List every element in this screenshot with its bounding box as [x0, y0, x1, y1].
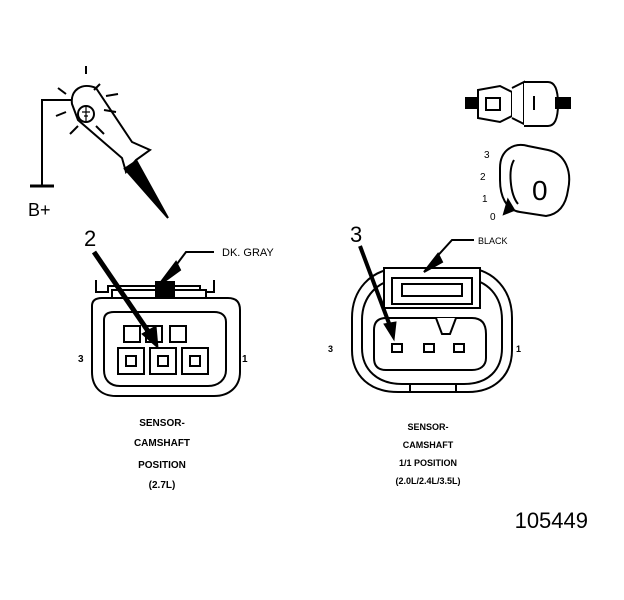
- scale-mark-0: 0: [490, 212, 496, 223]
- caption-left-line-1: SENSOR-: [139, 418, 185, 429]
- color-leader-right: [423, 239, 474, 273]
- color-label-right: BLACK: [478, 236, 508, 246]
- caption-right-line-4: (2.0L/2.4L/3.5L): [395, 476, 460, 486]
- test-light-probe: [30, 66, 169, 219]
- color-leader-left: [157, 251, 214, 287]
- connector-right-drawing: [351, 267, 513, 393]
- callout-arrow-3: [358, 245, 397, 342]
- caption-right-line-1: SENSOR-: [407, 422, 448, 432]
- caption-left: SENSOR- CAMSHAFT POSITION (2.7L): [134, 418, 190, 491]
- scale-mark-2: 2: [480, 172, 486, 183]
- caption-left-line-3: POSITION: [138, 460, 186, 471]
- color-label-left: DK. GRAY: [222, 247, 274, 259]
- figure-number: 105449: [515, 508, 588, 533]
- caption-right-line-3: 1/1 POSITION: [399, 458, 457, 468]
- switch-knob-detail: [499, 144, 571, 218]
- supply-label: B+: [28, 200, 51, 220]
- caption-right: SENSOR- CAMSHAFT 1/1 POSITION (2.0L/2.4L…: [395, 422, 460, 486]
- connector-left-drawing: [91, 280, 241, 397]
- pin-label-right-1: 1: [516, 344, 521, 354]
- caption-right-line-2: CAMSHAFT: [403, 440, 454, 450]
- pin-label-left-1: 1: [242, 354, 248, 365]
- scale-mark-1: 1: [482, 194, 488, 205]
- pin-label-left-3: 3: [78, 354, 84, 365]
- caption-left-line-4: (2.7L): [149, 480, 176, 491]
- callout-number-2: 2: [84, 226, 96, 251]
- callout-number-3: 3: [350, 222, 362, 247]
- caption-left-line-2: CAMSHAFT: [134, 438, 190, 449]
- knob-value: 0: [532, 175, 548, 206]
- pin-label-right-3: 3: [328, 344, 333, 354]
- scale-mark-3: 3: [484, 150, 490, 161]
- callout-arrow-2: [91, 250, 159, 350]
- switch-side-view: [465, 80, 571, 127]
